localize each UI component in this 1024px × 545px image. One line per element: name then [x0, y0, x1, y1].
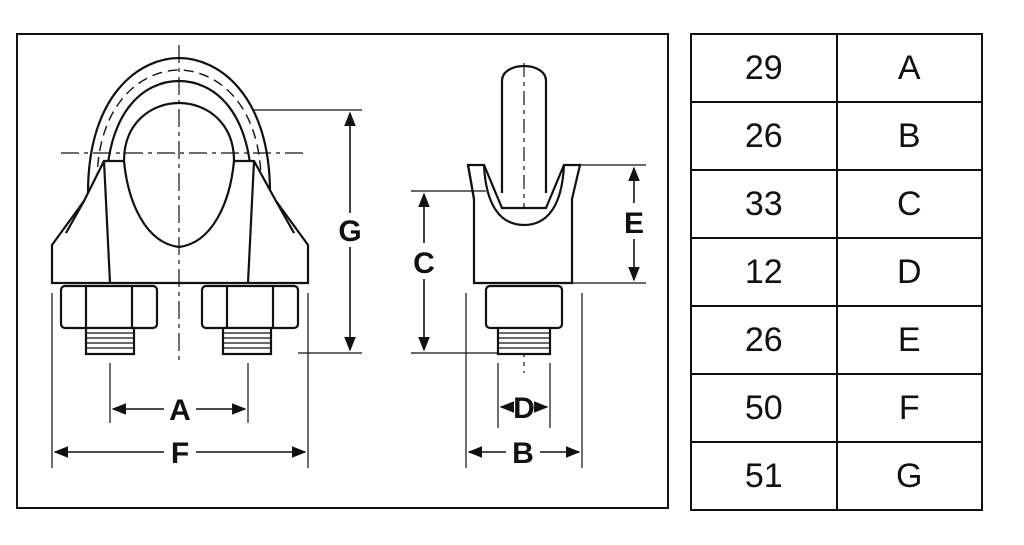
side-view	[411, 63, 646, 468]
dimension-label: D	[835, 237, 983, 307]
dimension-value: 12	[690, 237, 838, 307]
table-row: 51 G	[690, 441, 983, 511]
dim-label-a: A	[169, 394, 191, 427]
dimension-value: 33	[690, 169, 838, 239]
side-nut	[484, 284, 564, 330]
table-row: 12 D	[690, 237, 983, 307]
dimension-label: A	[835, 33, 983, 103]
side-thread	[496, 326, 552, 356]
dimension-label: B	[835, 101, 983, 171]
dimension-value: 50	[690, 373, 838, 443]
dimension-label: E	[835, 305, 983, 375]
dimension-value: 51	[690, 441, 838, 511]
dim-label-f: F	[171, 437, 189, 470]
dimension-label: F	[835, 373, 983, 443]
wire-rope-clip-drawing: A F G	[16, 33, 669, 509]
technical-drawing: A F G	[16, 33, 669, 509]
dim-label-g: G	[338, 215, 361, 248]
dimension-value: 26	[690, 101, 838, 171]
dim-label-b: B	[512, 437, 534, 470]
dim-label-d: D	[513, 392, 535, 425]
dimensions-table: 29 A 26 B 33 C 12 D 26 E 50 F 51 G	[690, 33, 983, 511]
u-bolt-centerline	[96, 69, 262, 184]
right-thread	[221, 326, 273, 356]
table-row: 29 A	[690, 33, 983, 103]
dimension-label: G	[835, 441, 983, 511]
dimension-value: 29	[690, 33, 838, 103]
dimension-label: C	[835, 169, 983, 239]
front-view	[50, 45, 362, 468]
table-row: 50 F	[690, 373, 983, 443]
dim-label-e: E	[624, 207, 644, 240]
table-row: 26 E	[690, 305, 983, 375]
dim-label-c: C	[413, 247, 435, 280]
right-nut	[200, 284, 300, 330]
left-nut	[59, 284, 159, 330]
left-thread	[84, 326, 136, 356]
table-row: 26 B	[690, 101, 983, 171]
dimension-value: 26	[690, 305, 838, 375]
table-row: 33 C	[690, 169, 983, 239]
